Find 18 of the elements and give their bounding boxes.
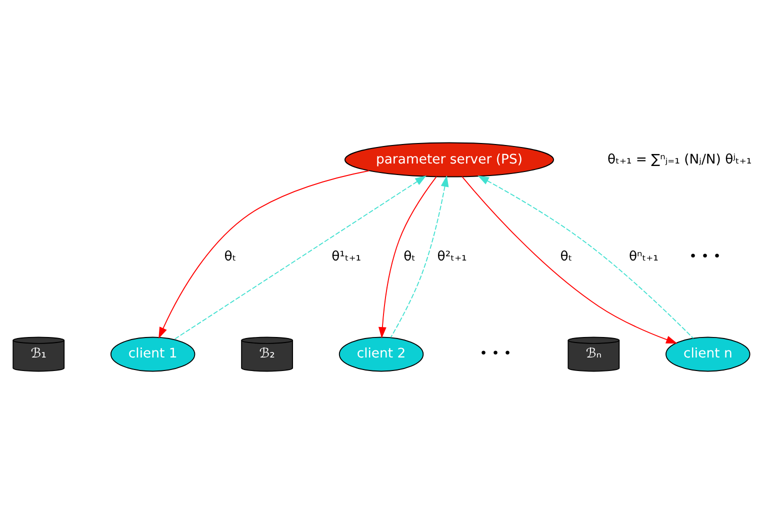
arrow (462, 176, 678, 344)
edge-label: θₜ (224, 249, 236, 264)
arrow (158, 170, 370, 339)
label: • • • (689, 249, 721, 264)
edge-label: θ²ₜ₊₁ (437, 249, 467, 264)
node-ellipse: parameter server (PS) (344, 142, 554, 178)
edge-label: θₜ (560, 249, 572, 264)
node-ellipse: client 1 (110, 336, 196, 372)
arrow (174, 176, 426, 340)
node-ellipse: client 2 (338, 336, 424, 372)
label: • • • (480, 346, 512, 362)
edge-label: θₜ (404, 249, 416, 264)
arrow (390, 175, 449, 338)
arrow (478, 175, 694, 339)
label: θₜ₊₁ = ∑ⁿⱼ₌₁ (Nⱼ/N) θʲₜ₊₁ (608, 152, 752, 168)
edge-label: θⁿₜ₊₁ (628, 249, 658, 264)
edge-label: θ¹ₜ₊₁ (332, 249, 362, 264)
arrow (378, 176, 437, 338)
